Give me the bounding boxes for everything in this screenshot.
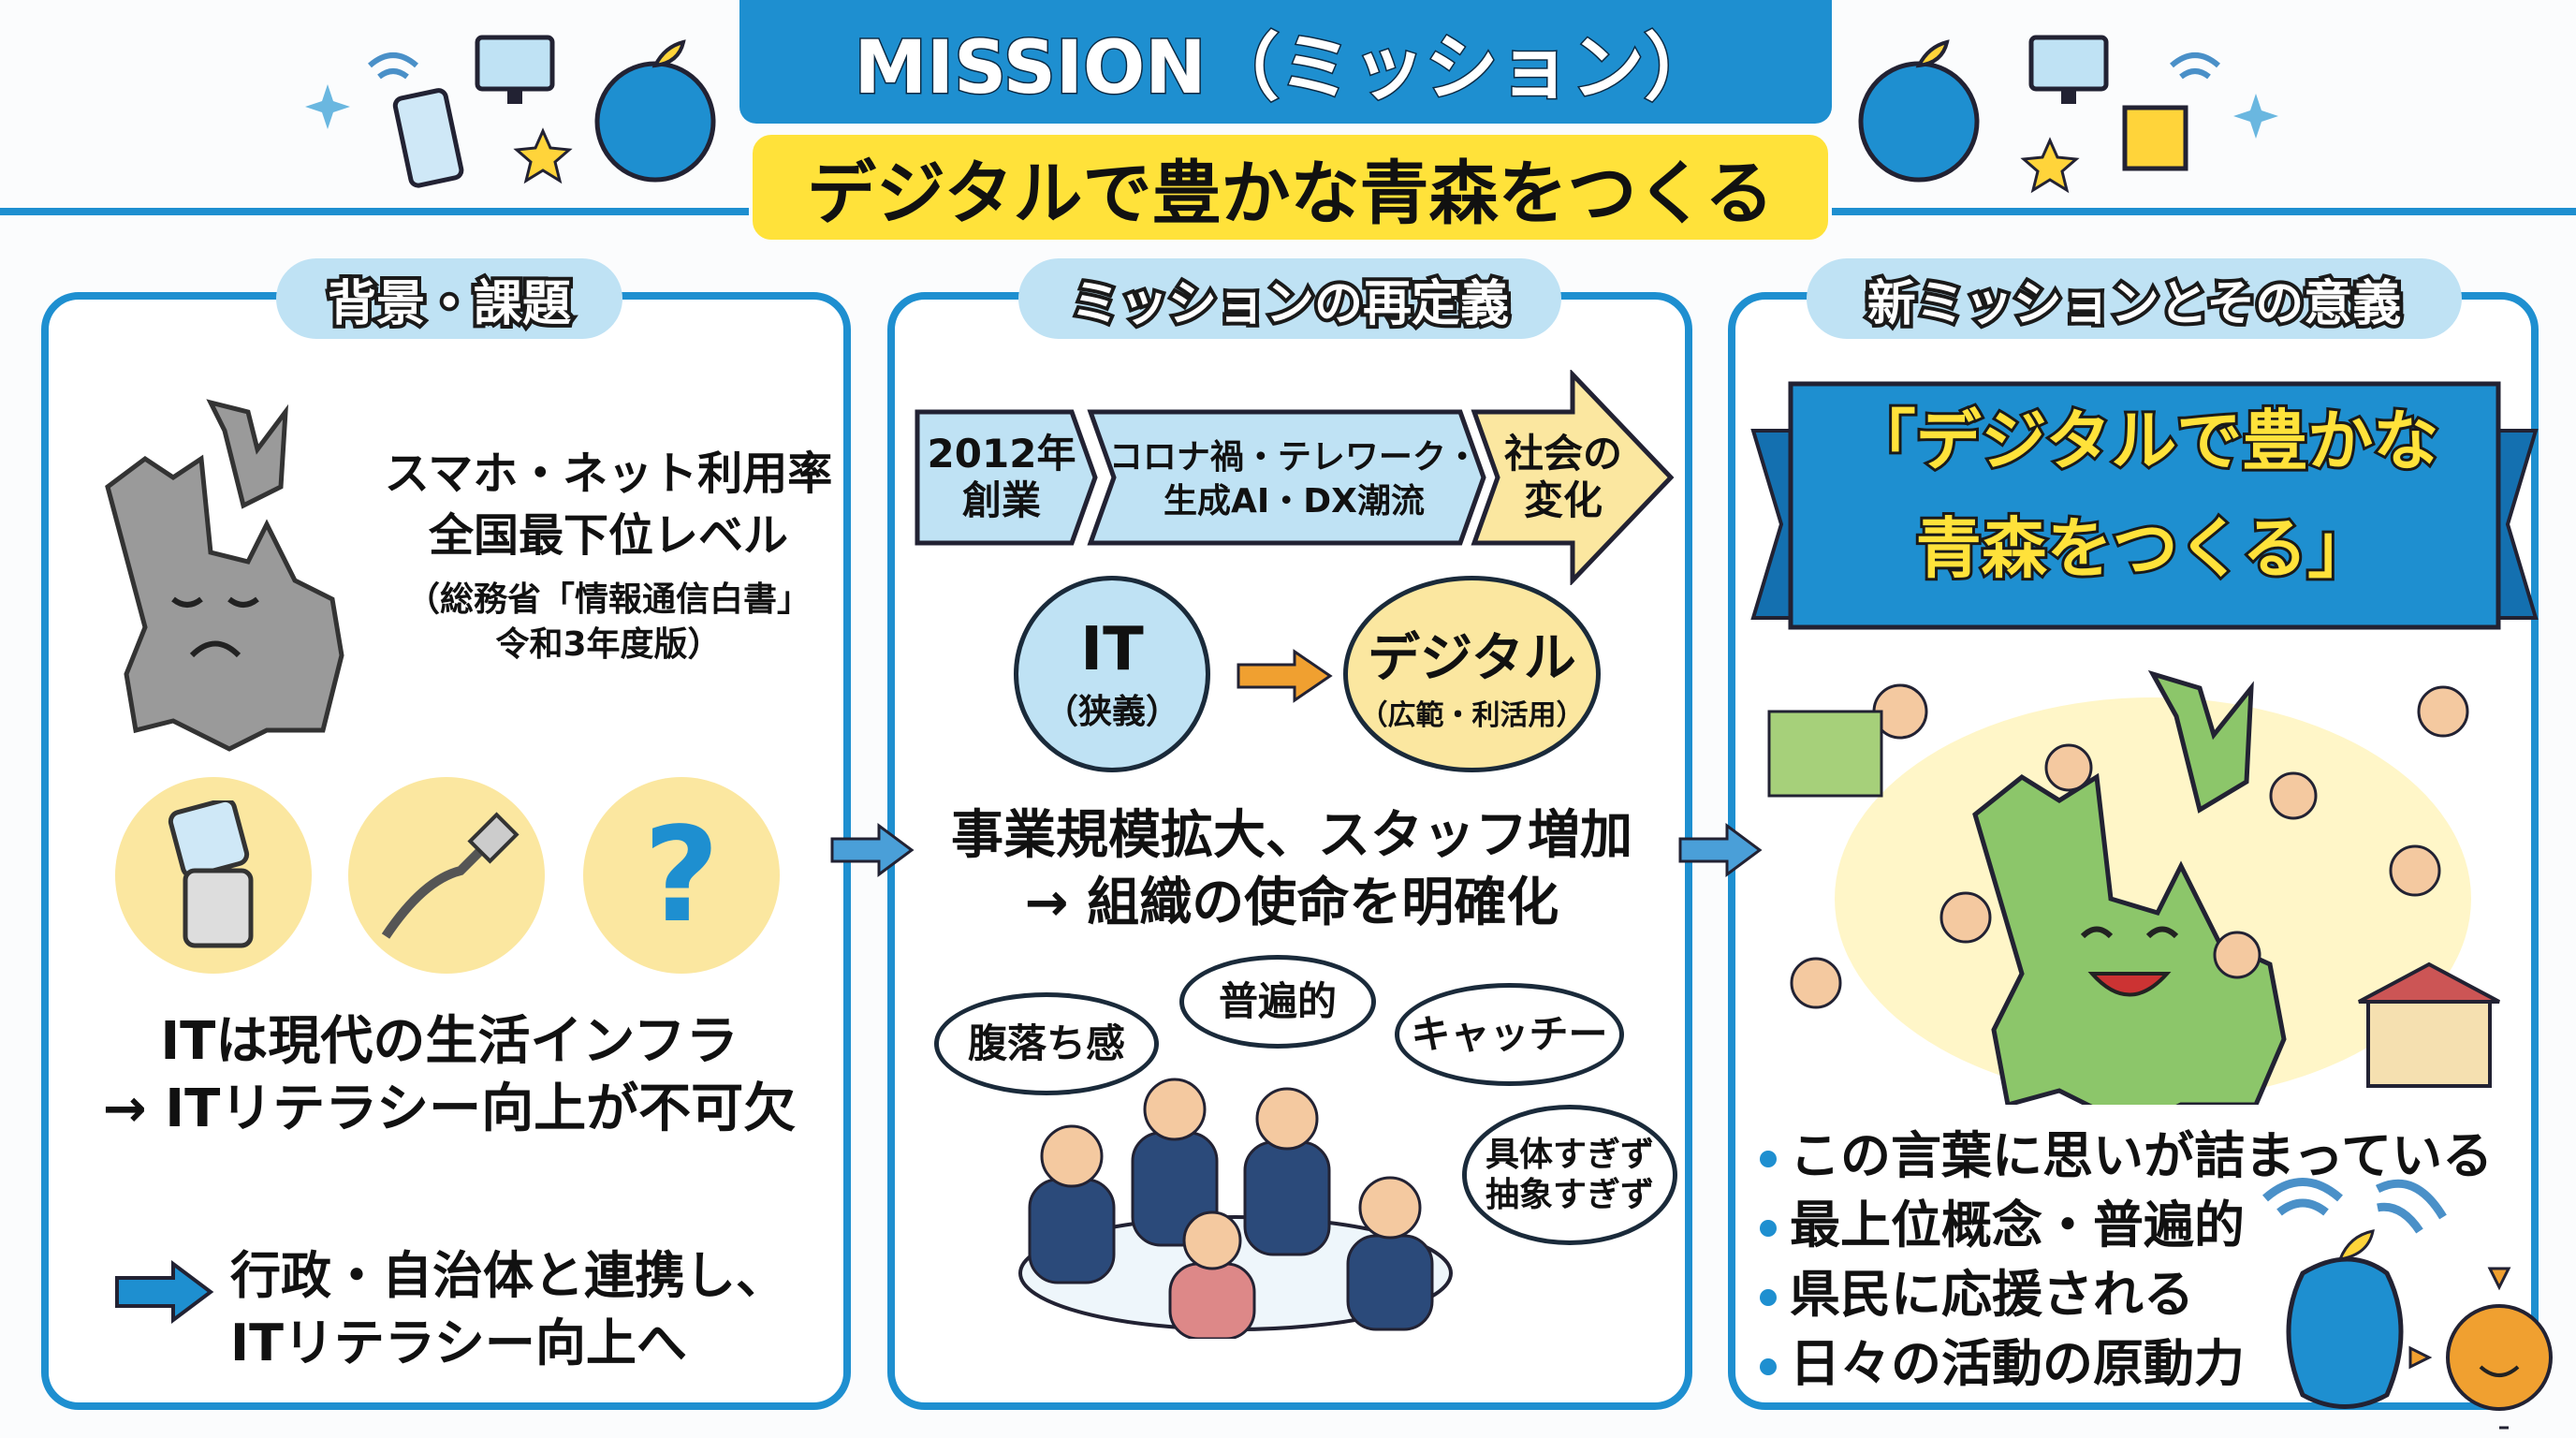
infra-line-1: ITは現代の生活インフラ: [160, 1011, 739, 1072]
growth-line-2: → 組織の使命を明確化: [1024, 873, 1559, 933]
tab-redefinition: ミッションの再定義: [1018, 258, 1561, 339]
phone-icon: [392, 88, 464, 188]
aomori-map-sad: [105, 399, 344, 752]
arrow-right-icon: [115, 1260, 214, 1324]
mission-subtitle: デジタルで豊かな青森をつくる: [749, 131, 1832, 243]
chip-icon: [2122, 105, 2188, 171]
source-line-1: （総務省「情報通信白書」: [405, 580, 811, 619]
orange-arrow-icon: [1237, 649, 1333, 703]
speech-bubble: 普遍的: [1179, 955, 1376, 1049]
banner-ribbon: [1750, 381, 2539, 630]
growth-line-1: 事業規模拡大、スタッフ増加: [951, 805, 1632, 866]
header-left-decor: [305, 35, 716, 188]
right-bottom-decor: [2262, 1178, 2553, 1430]
star-icon: [2020, 137, 2080, 194]
speech-bubble: 具体すぎず抽象すぎず: [1462, 1105, 1677, 1245]
speech-bubble: 腹落ち感: [934, 992, 1159, 1095]
bullet-item: この言葉に思いが詰まっている: [1760, 1114, 2493, 1188]
step-trends: コロナ禍・テレワーク・生成AI・DX潮流: [1108, 438, 1480, 521]
apple-icon: [1858, 39, 1980, 183]
banner-line-1: 「デジタルで豊かな: [1848, 400, 2442, 482]
wifi-icon: [368, 52, 418, 80]
panel-arrow-2: [1678, 823, 1763, 877]
bullet-item: 最上位概念・普遍的: [1760, 1183, 2245, 1257]
star-icon: [513, 127, 573, 184]
stat-line-2: 全国最下位レベル: [428, 509, 788, 562]
sun-icon: [2408, 1267, 2553, 1430]
action-line-1: 行政・自治体と連携し、: [230, 1246, 786, 1305]
speech-bubble: キャッチー: [1395, 983, 1624, 1086]
farm-field: [1767, 710, 1883, 798]
banner-line-2: 青森をつくる」: [1913, 507, 2377, 590]
tab-new-mission: 新ミッションとその意義: [1807, 258, 2462, 339]
monitor-icon: [475, 35, 555, 104]
step-founding: 2012年創業: [927, 431, 1076, 523]
tab-background: 背景・課題: [276, 258, 622, 339]
mission-title: MISSION（ミッション）: [739, 0, 1832, 124]
stat-line-1: スマホ・ネット利用率: [384, 448, 833, 500]
wifi-icon: [2262, 1178, 2447, 1234]
sparkle-icon: [2233, 94, 2278, 139]
action-line-2: ITリテラシー向上へ: [230, 1313, 687, 1372]
flip-phone-icon: [115, 777, 312, 974]
panel-arrow-1: [830, 823, 915, 877]
cable-icon: [348, 777, 545, 974]
source-line-2: 令和3年度版）: [495, 625, 722, 664]
team-meeting-illustration: [1018, 1078, 1453, 1339]
header-right-decor: [1858, 35, 2278, 194]
infra-line-2: → ITリテラシー向上が不可欠: [102, 1078, 797, 1139]
timeline-chevrons: [915, 370, 1675, 585]
bullet-item: 県民に応援される: [1760, 1253, 2194, 1327]
wifi-icon: [2170, 52, 2220, 80]
question-icon: ?: [583, 777, 780, 974]
apple-icon: [2286, 1229, 2404, 1409]
it-circle: IT（狭義）: [1014, 576, 1210, 772]
school-icon: [2358, 961, 2500, 1088]
apple-icon: [594, 39, 716, 183]
digital-circle: デジタル（広範・利活用）: [1343, 576, 1601, 772]
step-social-change: 社会の変化: [1503, 431, 1622, 523]
sparkle-icon: [305, 84, 350, 129]
aomori-map-happy: [1767, 669, 2500, 1105]
monitor-icon: [2028, 35, 2109, 104]
bullet-item: 日々の活動の原動力: [1760, 1322, 2245, 1396]
